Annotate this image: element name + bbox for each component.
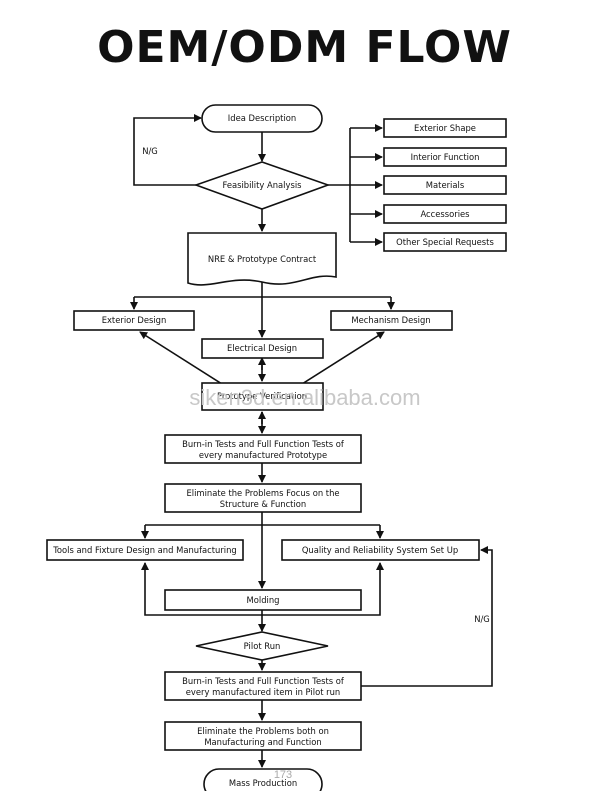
node-idea-description-label: Idea Description (228, 113, 296, 123)
node-burnin-pilot: Burn-in Tests and Full Function Tests of… (164, 671, 362, 701)
node-quality-system-label: Quality and Reliability System Set Up (302, 545, 458, 555)
edge-label-ng-right: N/G (474, 614, 490, 624)
node-materials: Materials (383, 175, 507, 195)
node-eliminate-manufacturing-function: Eliminate the Problems both on Manufactu… (164, 721, 362, 751)
node-mass-production-label: Mass Production (229, 778, 297, 788)
node-nre-prototype-contract: NRE & Prototype Contract (187, 232, 337, 286)
edge-label-ng-top: N/G (142, 146, 158, 156)
node-quality-system: Quality and Reliability System Set Up (281, 539, 480, 561)
node-molding: Molding (164, 589, 362, 611)
node-burnin-prototype-line1: Burn-in Tests and Full Function Tests of (182, 439, 345, 449)
node-nre-prototype-contract-label: NRE & Prototype Contract (208, 254, 317, 264)
node-mechanism-design: Mechanism Design (330, 310, 453, 331)
node-prototype-verification: Prototype Verification (201, 382, 324, 411)
node-tools-fixture-label: Tools and Fixture Design and Manufacturi… (52, 545, 237, 555)
node-burnin-prototype: Burn-in Tests and Full Function Tests of… (164, 434, 362, 464)
node-eliminate-manufacturing-function-line2: Manufacturing and Function (204, 737, 321, 747)
node-pilot-run: Pilot Run (195, 631, 329, 661)
node-electrical-design-label: Electrical Design (227, 343, 297, 353)
node-materials-label: Materials (426, 180, 464, 190)
node-idea-description: Idea Description (201, 104, 323, 133)
node-interior-function: Interior Function (383, 147, 507, 167)
node-eliminate-structure-function-line1: Eliminate the Problems Focus on the (186, 488, 339, 498)
node-prototype-verification-label: Prototype Verification (217, 391, 307, 401)
connectors (130, 114, 493, 768)
node-eliminate-structure-function: Eliminate the Problems Focus on the Stru… (164, 483, 362, 513)
node-molding-label: Molding (247, 595, 280, 605)
node-electrical-design: Electrical Design (201, 338, 324, 359)
node-burnin-pilot-line1: Burn-in Tests and Full Function Tests of (182, 676, 345, 686)
node-burnin-prototype-line2: every manufactured Prototype (199, 450, 327, 460)
node-exterior-shape: Exterior Shape (383, 118, 507, 138)
node-accessories: Accessories (383, 204, 507, 224)
watermark: siken3d.en.alibaba.com (189, 385, 420, 410)
node-pilot-run-label: Pilot Run (244, 641, 281, 651)
node-exterior-design: Exterior Design (73, 310, 195, 331)
node-feasibility-analysis-label: Feasibility Analysis (222, 180, 301, 190)
node-burnin-pilot-line2: every manufactured item in Pilot run (186, 687, 340, 697)
node-interior-function-label: Interior Function (411, 152, 480, 162)
node-tools-fixture: Tools and Fixture Design and Manufacturi… (46, 539, 244, 561)
page-title: OEM/ODM FLOW (97, 22, 512, 73)
node-other-special-requests: Other Special Requests (383, 232, 507, 252)
node-feasibility-analysis: Feasibility Analysis (193, 161, 331, 210)
node-other-special-requests-label: Other Special Requests (396, 237, 494, 247)
node-accessories-label: Accessories (420, 209, 469, 219)
node-mechanism-design-label: Mechanism Design (351, 315, 430, 325)
node-exterior-design-label: Exterior Design (102, 315, 167, 325)
node-exterior-shape-label: Exterior Shape (414, 123, 476, 133)
node-eliminate-manufacturing-function-line1: Eliminate the Problems both on (197, 726, 329, 736)
node-mass-production: Mass Production (203, 768, 323, 791)
node-eliminate-structure-function-line2: Structure & Function (220, 499, 306, 509)
page-number: 173 (274, 769, 292, 781)
